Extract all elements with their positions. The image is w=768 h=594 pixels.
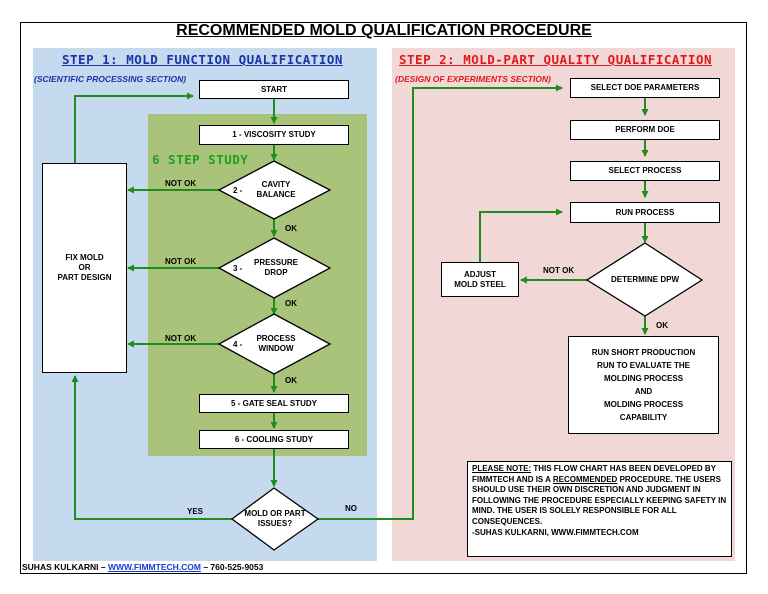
dpw-ok-label: OK (656, 321, 668, 330)
six-step-label: 6 STEP STUDY (152, 152, 249, 167)
footer-name: SUHAS KULKARNI – (22, 562, 108, 572)
note-text2: PROCEDURE. THE USERS SHOULD USE THEIR OW… (472, 474, 727, 526)
cavity-balance-diamond (217, 160, 332, 220)
footer: SUHAS KULKARNI – WWW.FIMMTECH.COM – 760-… (22, 562, 263, 572)
window-not-ok-label: NOT OK (165, 334, 197, 343)
short-production-box: RUN SHORT PRODUCTION RUN TO EVALUATE THE… (568, 336, 719, 434)
fix-mold-line2: OR (78, 263, 91, 272)
cavity-ok-label: OK (285, 224, 297, 233)
note-signature: -SUHAS KULKARNI, WWW.FIMMTECH.COM (472, 527, 639, 537)
fix-mold-box: FIX MOLD OR PART DESIGN (42, 163, 127, 373)
no-label: NO (345, 504, 357, 513)
gate-seal-study-box: 5 - GATE SEAL STUDY (199, 394, 349, 413)
footer-phone: – 760-525-9053 (200, 562, 264, 572)
arrow-issues-no (318, 84, 563, 520)
window-ok-label: OK (285, 376, 297, 385)
fix-mold-line1: FIX MOLD (65, 253, 104, 262)
yes-label: YES (187, 507, 204, 516)
dpw-not-ok-label: NOT OK (543, 266, 575, 275)
viscosity-study-box: 1 - VISCOSITY STUDY (199, 125, 349, 145)
cavity-balance-number: 2 - (233, 186, 243, 195)
note-text1: THIS FLOW CHART HAS BEEN DEVELOPED BY FI… (472, 464, 716, 484)
pressure-ok-label: OK (285, 299, 297, 308)
cavity-not-ok-label: NOT OK (165, 179, 197, 188)
footer-link[interactable]: WWW.FIMMTECH.COM (107, 562, 201, 572)
pressure-drop-diamond (217, 237, 332, 299)
step2-heading: STEP 2: MOLD-PART QUALITY QUALIFICATION (399, 52, 712, 67)
note-label: PLEASE NOTE: (472, 464, 532, 473)
cooling-study-box: 6 - COOLING STUDY (199, 430, 349, 449)
run-process-box: RUN PROCESS (570, 202, 720, 223)
page-title: RECOMMENDED MOLD QUALIFICATION PROCEDURE (176, 22, 592, 39)
arrow-adjust-run (479, 208, 563, 262)
disclaimer-note: PLEASE NOTE: THIS FLOW CHART HAS BEEN DE… (467, 461, 732, 557)
mold-part-issues-diamond (230, 487, 320, 551)
perform-doe-box: PERFORM DOE (570, 120, 720, 140)
outer-frame (20, 22, 747, 574)
step1-subtitle: (SCIENTIFIC PROCESSING SECTION) (34, 74, 187, 84)
determine-dpw-label: DETERMINE DPW (611, 275, 679, 284)
select-doe-box: SELECT DOE PARAMETERS (570, 78, 720, 98)
start-box: START (199, 80, 349, 99)
step2-subtitle: (DESIGN OF EXPERIMENTS SECTION) (395, 74, 551, 84)
pressure-not-ok-label: NOT OK (165, 257, 197, 266)
arrow-issues-yes (71, 375, 232, 520)
pressure-drop-number: 3 - (233, 264, 243, 273)
adjust-mold-steel-box: ADJUST MOLD STEEL (441, 262, 519, 297)
step1-heading: STEP 1: MOLD FUNCTION QUALIFICATION (62, 52, 343, 67)
note-emphasis: RECOMMENDED (552, 474, 618, 484)
select-process-box: SELECT PROCESS (570, 161, 720, 181)
arrow-fix-start (74, 92, 194, 163)
process-window-number: 4 - (233, 340, 243, 349)
process-window-diamond (217, 313, 332, 375)
determine-dpw-diamond (585, 242, 704, 317)
fix-mold-line3: PART DESIGN (57, 273, 112, 282)
